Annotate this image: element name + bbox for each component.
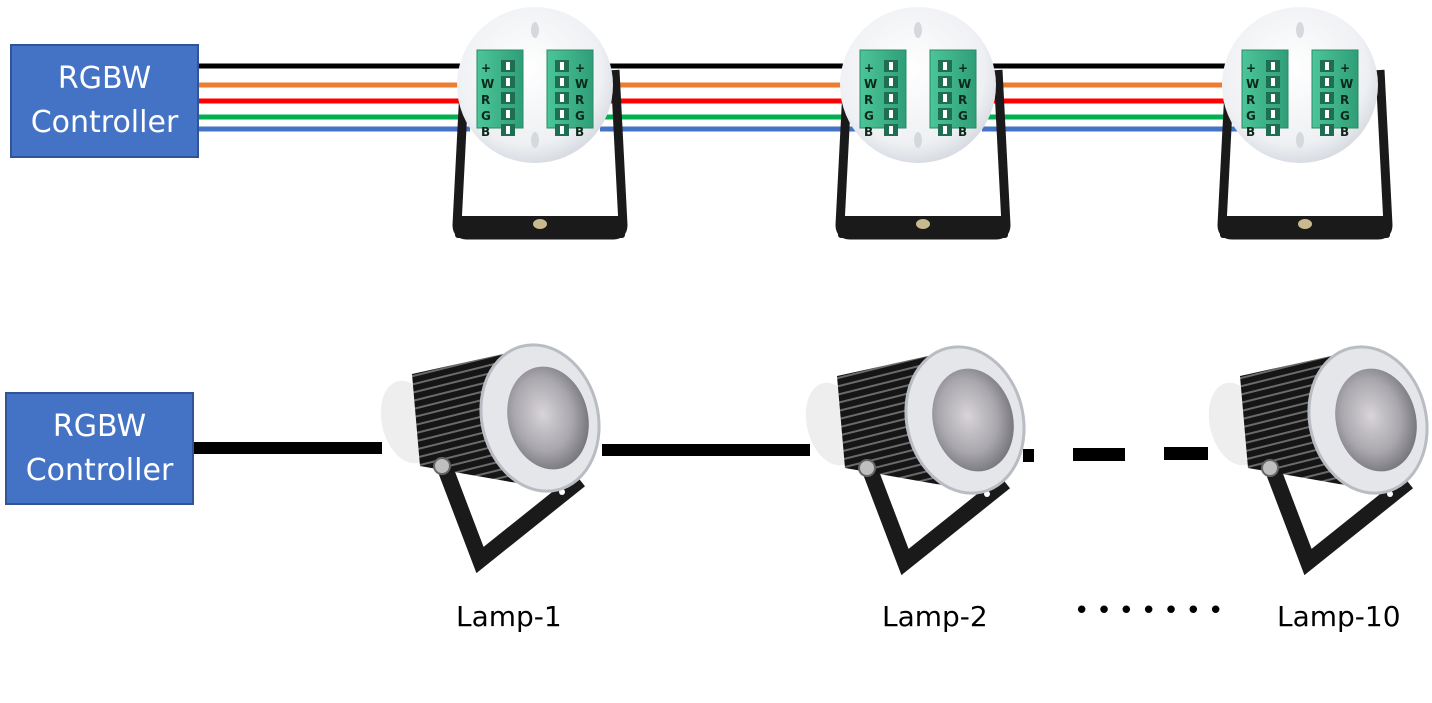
cable-dash [1073, 448, 1125, 461]
terminal-label: W [864, 77, 877, 91]
cable-dash [1164, 447, 1208, 460]
terminal-label: B [958, 125, 967, 139]
lamp-label: Lamp-10 [1277, 600, 1401, 633]
spotlight-lamp-icon [380, 343, 601, 574]
cable-dash [1023, 449, 1034, 462]
bottom-cable [194, 442, 1208, 462]
terminal-label: B [1246, 125, 1255, 139]
spotlight-lamp-icon [805, 345, 1026, 576]
terminal-label: + [575, 61, 585, 75]
cable-segment [194, 442, 382, 454]
terminal-label: W [575, 77, 588, 91]
terminal-label: B [1340, 125, 1349, 139]
terminal-label: + [958, 61, 968, 75]
terminal-label: + [481, 61, 491, 75]
terminal-label: + [1340, 61, 1350, 75]
terminal-label: R [575, 93, 584, 107]
top-wires [199, 63, 1240, 132]
terminal-label: B [864, 125, 873, 139]
controller-label-line1: RGBW [52, 408, 147, 444]
ellipsis-dots: ••••••• [1074, 596, 1231, 626]
spotlight-lamp-icon [1208, 345, 1429, 576]
terminal-label: W [1246, 77, 1259, 91]
terminal-label: R [481, 93, 490, 107]
cable-segment [602, 444, 810, 456]
terminal-label: B [575, 125, 584, 139]
terminal-label: W [958, 77, 971, 91]
terminal-label: R [1340, 93, 1349, 107]
lamp-label: Lamp-2 [882, 600, 988, 633]
terminal-label: G [1340, 109, 1350, 123]
terminal-label: + [1246, 61, 1256, 75]
terminal-label: G [575, 109, 585, 123]
terminal-label: R [958, 93, 967, 107]
bottom-rgbw-controller: RGBW Controller [5, 392, 194, 505]
terminal-label: R [1246, 93, 1255, 107]
terminal-label: R [864, 93, 873, 107]
terminal-label: G [958, 109, 968, 123]
terminal-label: G [1246, 109, 1256, 123]
terminal-label: B [481, 125, 490, 139]
terminal-label: + [864, 61, 874, 75]
controller-label-line1: RGBW [57, 61, 152, 96]
terminal-label: G [481, 109, 491, 123]
top-rgbw-controller: RGBW Controller [10, 44, 199, 158]
lamp-label: Lamp-1 [456, 600, 562, 633]
controller-label-line2: Controller [25, 452, 174, 488]
terminal-label: W [481, 77, 494, 91]
terminal-label: G [864, 109, 874, 123]
terminal-label: W [1340, 77, 1353, 91]
controller-label-line2: Controller [30, 105, 179, 140]
